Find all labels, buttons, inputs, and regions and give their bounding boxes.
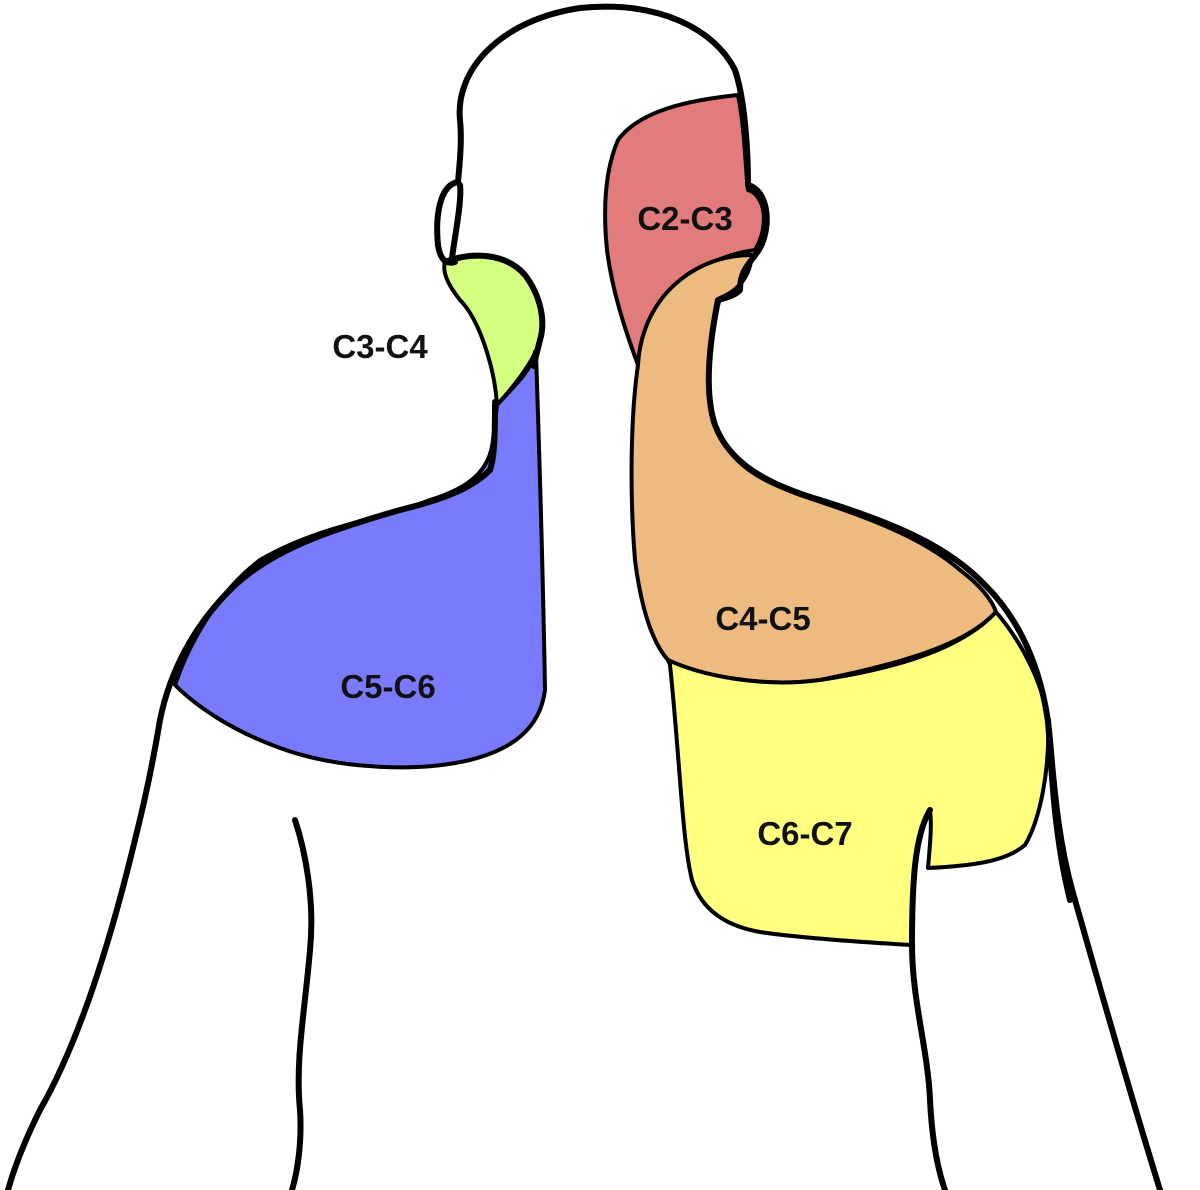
right-arm-outer	[1045, 717, 1073, 903]
left-outline	[5, 182, 546, 1190]
label-c5-c6: C5-C6	[340, 668, 435, 705]
label-c6-c7: C6-C7	[757, 815, 852, 852]
region-c6-c7	[666, 610, 1051, 947]
region-c5-c6	[173, 350, 547, 770]
left-arm-inner	[289, 817, 315, 1190]
right-arm-inner	[909, 807, 948, 1190]
label-c2-c3: C2-C3	[637, 200, 732, 237]
label-c4-c5: C4-C5	[715, 600, 810, 637]
label-c3-c4: C3-C4	[332, 328, 428, 365]
region-c4-c5	[629, 253, 998, 685]
